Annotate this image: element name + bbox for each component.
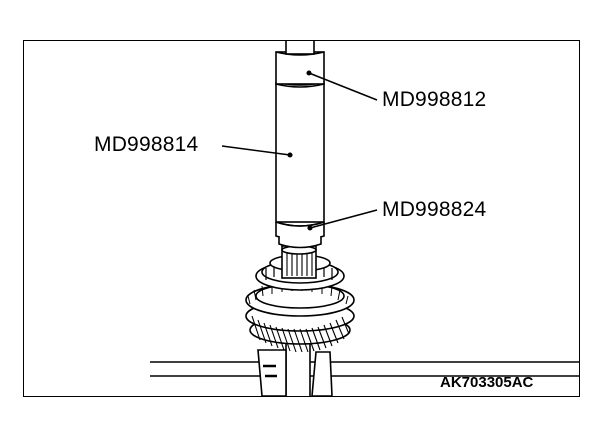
leader-lines	[221, 70, 378, 231]
lower-shaft	[257, 339, 333, 396]
label-md998814: MD998814	[94, 133, 199, 156]
splined-shaft	[281, 245, 317, 279]
label-md998824: MD998824	[382, 198, 487, 221]
label-md998812: MD998812	[382, 88, 487, 111]
figure-frame	[23, 40, 580, 397]
tool-md998814	[275, 81, 325, 227]
figure-id: AK703305AC	[440, 374, 534, 391]
press-plate	[150, 361, 579, 377]
tool-md998812	[275, 41, 325, 88]
